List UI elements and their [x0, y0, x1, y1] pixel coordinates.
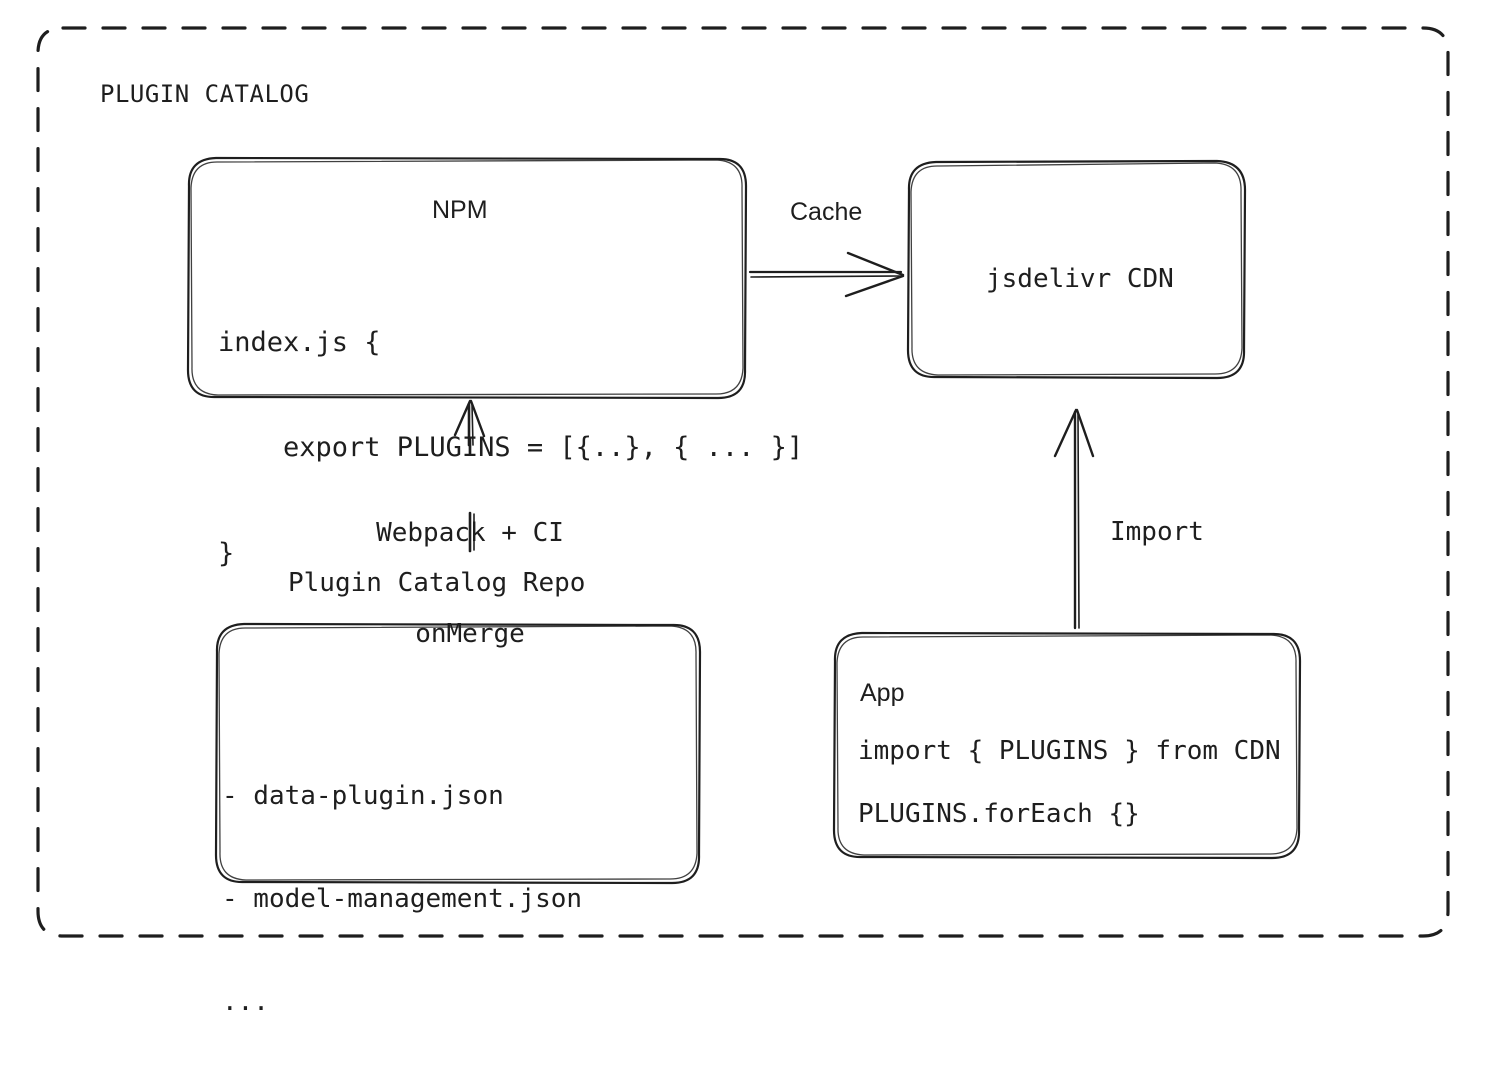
group-title: PLUGIN CATALOG: [100, 80, 310, 108]
app-node-code-line-2: PLUGINS.forEach {}: [858, 799, 1140, 829]
build-edge-label: Webpack + CI onMerge: [372, 449, 568, 719]
npm-code-line-2: export PLUGINS = [{..}, { ... }]: [218, 432, 804, 464]
npm-node-code: index.js { export PLUGINS = [{..}, { ...…: [218, 255, 803, 641]
cdn-node-title: jsdelivr CDN: [986, 264, 1174, 294]
repo-list-item-2: - model-management.json: [222, 883, 583, 914]
cache-edge-label: Cache: [790, 198, 863, 226]
build-edge-label-line-2: onMerge: [415, 618, 525, 649]
repo-node-title: Plugin Catalog Repo: [288, 568, 586, 598]
npm-code-line-3: }: [218, 537, 235, 569]
diagram-canvas: PLUGIN CATALOG NPM index.js { export PLU…: [36, 26, 1450, 1017]
npm-code-line-1: index.js {: [218, 327, 381, 359]
repo-list-item-1: - data-plugin.json: [222, 780, 504, 811]
repo-node-file-list: - data-plugin.json - model-management.js…: [222, 710, 582, 1087]
app-node-title: App: [860, 679, 905, 707]
import-arrow: [1053, 408, 1095, 630]
build-edge-label-line-1: Webpack + CI: [376, 517, 564, 548]
app-node-code-line-1: import { PLUGINS } from CDN: [858, 736, 1281, 766]
npm-node-title: NPM: [432, 196, 488, 224]
import-edge-label: Import: [1110, 517, 1204, 547]
